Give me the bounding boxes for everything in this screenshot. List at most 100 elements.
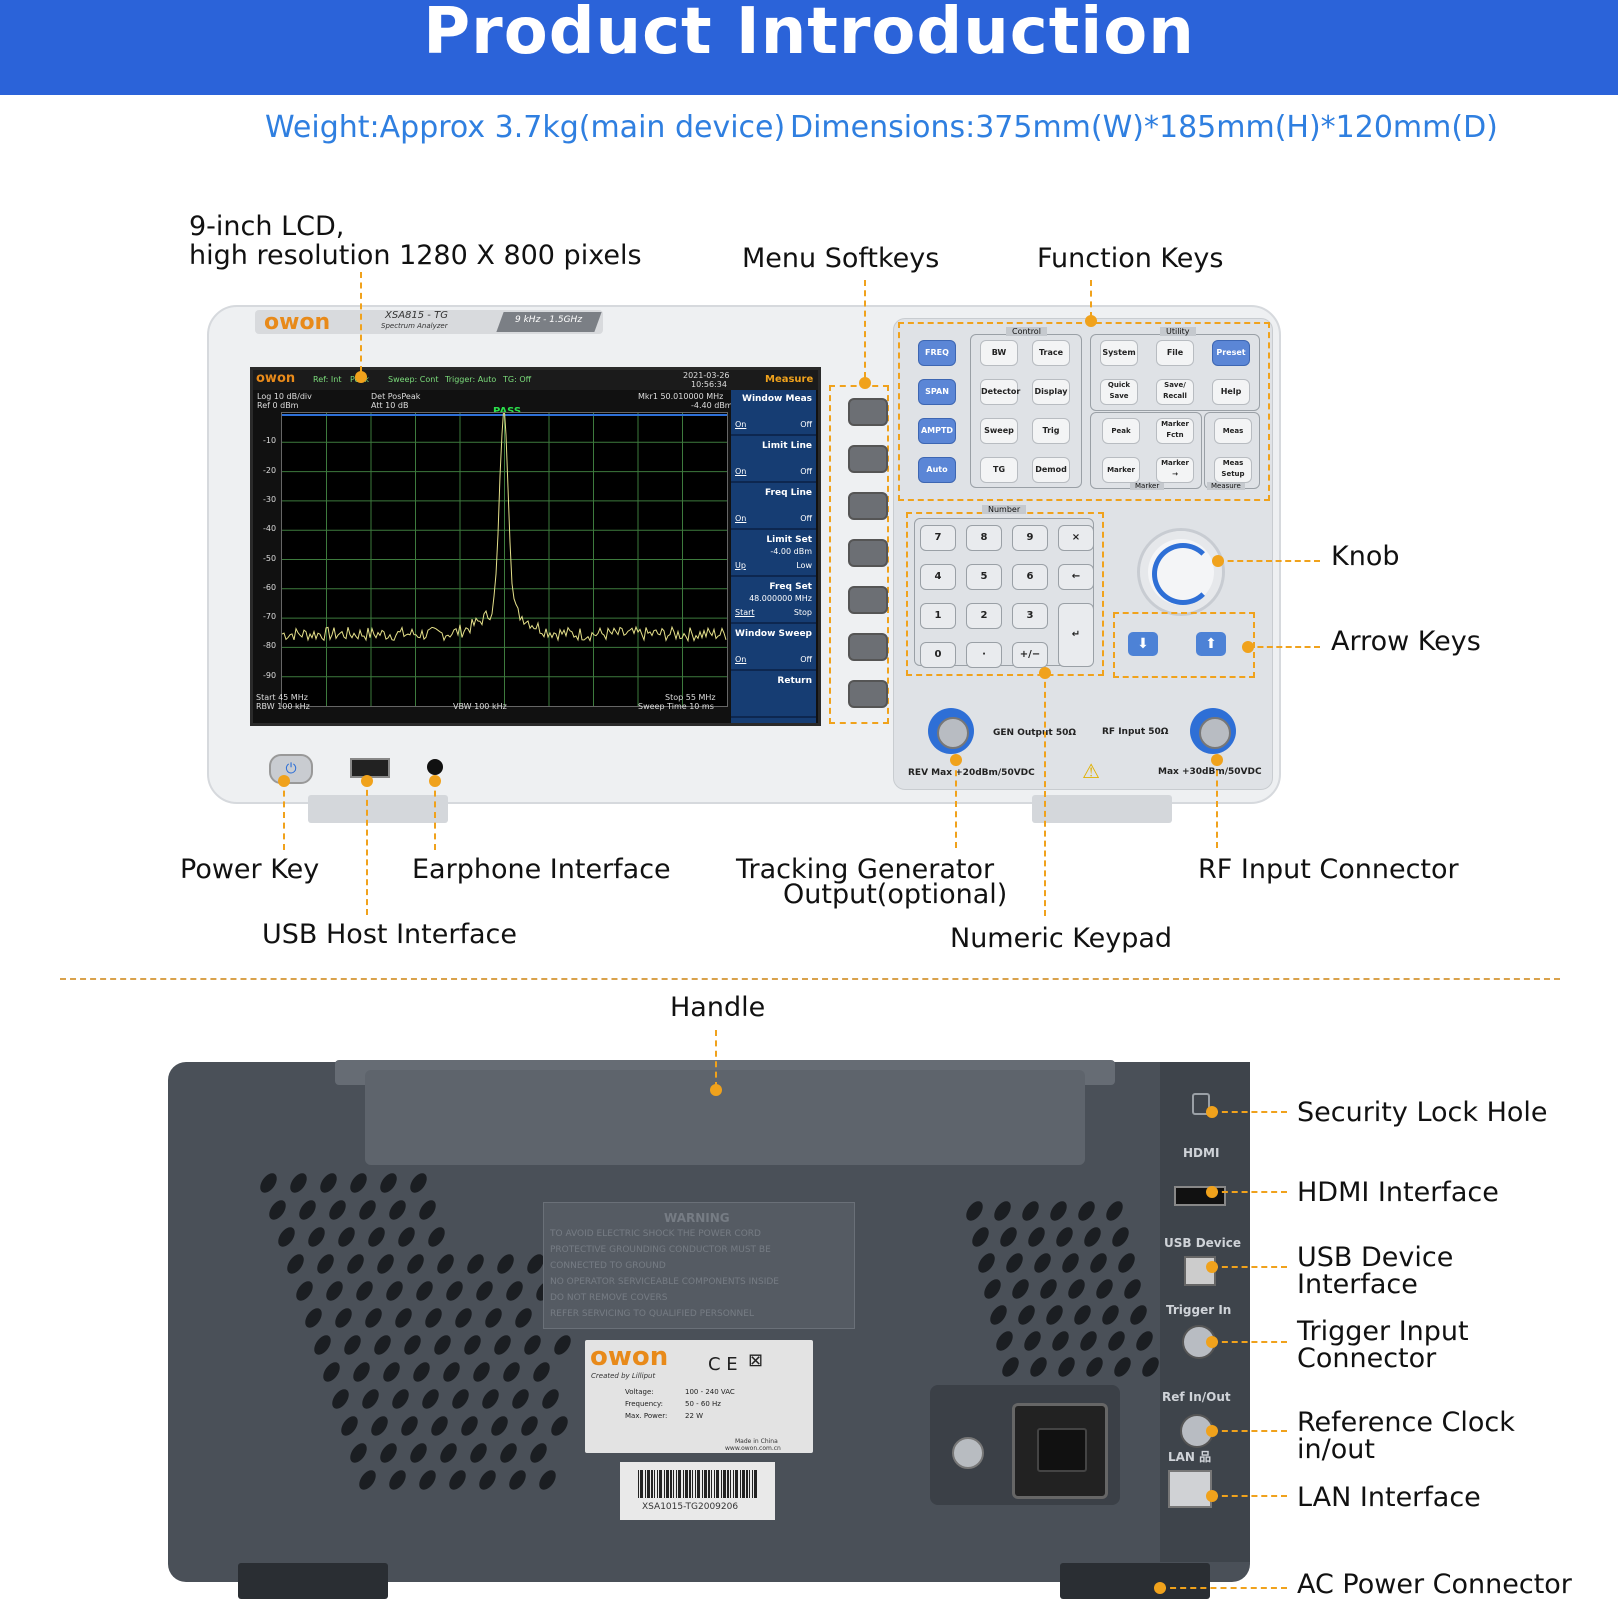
key-utility[interactable]: Save/ Recall — [1156, 379, 1194, 405]
screen-marker-2: -4.40 dBm — [691, 401, 733, 410]
key-control[interactable]: Trig — [1032, 418, 1070, 444]
softkey-6[interactable] — [848, 633, 888, 661]
numpad-key[interactable]: ← — [1058, 564, 1094, 590]
barcode-bar — [740, 1470, 741, 1498]
key-utility[interactable]: System — [1100, 340, 1138, 366]
label-knob: Knob — [1331, 541, 1400, 572]
handle[interactable] — [365, 1070, 1085, 1165]
key-control[interactable]: Demod — [1032, 457, 1070, 483]
key-marker[interactable]: Marker → — [1156, 457, 1194, 483]
callout-rf — [1216, 760, 1218, 848]
barcode-bar — [695, 1470, 696, 1498]
measure-group-label: Measure — [1207, 482, 1245, 490]
port-label-lan: LAN 品 — [1168, 1450, 1212, 1464]
menu-item-sub: 48.000000 MHz — [749, 594, 812, 603]
numpad-key[interactable]: × — [1058, 525, 1094, 551]
callout-earphone — [434, 780, 436, 850]
menu-item-left: On — [735, 420, 747, 429]
callout-dot-lcd — [355, 371, 367, 383]
menu-item-right: Stop — [793, 608, 812, 617]
warning-title: WARNING — [664, 1211, 730, 1225]
numpad-key[interactable]: 2 — [966, 603, 1002, 629]
earphone-jack[interactable] — [427, 759, 443, 775]
label-lcd-line1: 9-inch LCD, — [189, 211, 345, 242]
softkey-1[interactable] — [848, 398, 888, 426]
y-tick-label: -40 — [263, 524, 277, 534]
key-measure[interactable]: Meas — [1214, 418, 1252, 444]
key-marker[interactable]: Marker Fctn — [1156, 418, 1194, 444]
softkey-4[interactable] — [848, 539, 888, 567]
key-freq[interactable]: FREQ — [918, 340, 956, 366]
plate-made: Made in China — [735, 1438, 778, 1445]
barcode-bar — [692, 1470, 693, 1498]
numpad-key[interactable]: 0 — [920, 642, 956, 668]
numpad-key[interactable]: 8 — [966, 525, 1002, 551]
numpad-key[interactable]: 7 — [920, 525, 956, 551]
plate-logo: owon — [590, 1342, 669, 1372]
softkey-5[interactable] — [848, 586, 888, 614]
callout-handle — [715, 1030, 717, 1088]
callout-usb-device — [1212, 1266, 1287, 1268]
key-utility[interactable]: Help — [1212, 379, 1250, 405]
ac-power-socket[interactable] — [1012, 1403, 1108, 1499]
menu-item-title: Window Sweep — [735, 629, 812, 639]
key-auto[interactable]: Auto — [918, 457, 956, 483]
callout-lan — [1212, 1495, 1287, 1497]
softkey-2[interactable] — [848, 445, 888, 473]
screen-det-1: Det PosPeak — [371, 392, 421, 401]
numpad-key[interactable]: 6 — [1012, 564, 1048, 590]
numpad-key[interactable]: · — [966, 642, 1002, 668]
numpad-key[interactable]: +/− — [1012, 642, 1048, 668]
barcode-bar — [654, 1470, 655, 1498]
barcode-icon — [638, 1470, 758, 1498]
key-amptd[interactable]: AMPTD — [918, 418, 956, 444]
plate-row-value: 22 W — [685, 1412, 704, 1420]
lan-port[interactable] — [1168, 1470, 1212, 1508]
arrow-down-key[interactable]: ⬇ — [1128, 632, 1158, 656]
key-control[interactable]: Trace — [1032, 340, 1070, 366]
key-utility[interactable]: File — [1156, 340, 1194, 366]
device-model-sub: Spectrum Analyzer — [381, 322, 448, 330]
numpad-key[interactable]: 1 — [920, 603, 956, 629]
callout-dot-softkeys — [859, 377, 871, 389]
plate-url: www.owon.com.cn — [725, 1445, 781, 1452]
menu-item-left: On — [735, 467, 747, 476]
barcode-bar — [657, 1470, 658, 1498]
key-marker[interactable]: Peak — [1102, 418, 1140, 444]
barcode-bar — [723, 1470, 726, 1498]
label-lcd-line2: high resolution 1280 X 800 pixels — [189, 240, 642, 271]
key-control[interactable]: TG — [980, 457, 1018, 483]
power-button[interactable]: ⏻ — [269, 754, 313, 784]
softkey-7[interactable] — [848, 680, 888, 708]
softkey-3[interactable] — [848, 492, 888, 520]
screen-pass: PASS — [493, 406, 521, 417]
arrow-up-key[interactable]: ⬆ — [1196, 632, 1226, 656]
rf-input-connector[interactable] — [1190, 708, 1236, 754]
callout-knob — [1218, 560, 1320, 562]
numpad-key[interactable]: ↵ — [1058, 603, 1094, 667]
barcode-bar — [749, 1470, 750, 1498]
hdmi-port[interactable] — [1174, 1186, 1226, 1206]
key-control[interactable]: Display — [1032, 379, 1070, 405]
key-control[interactable]: Sweep — [980, 418, 1018, 444]
screen-vbw: VBW 100 kHz — [453, 702, 507, 711]
key-control[interactable]: BW — [980, 340, 1018, 366]
numpad-key[interactable]: 3 — [1012, 603, 1048, 629]
key-control[interactable]: Detector — [980, 379, 1020, 405]
numpad-key[interactable]: 4 — [920, 564, 956, 590]
barcode-bar — [730, 1470, 731, 1498]
numpad-key[interactable]: 5 — [966, 564, 1002, 590]
gen-output-connector[interactable] — [928, 708, 974, 754]
gen-output-text: GEN Output 50Ω — [993, 728, 1077, 738]
weight-spec: Weight:Approx 3.7kg(main device) — [265, 110, 786, 145]
key-span[interactable]: SPAN — [918, 379, 956, 405]
barcode-bar — [708, 1470, 710, 1498]
key-marker[interactable]: Marker — [1102, 457, 1140, 483]
key-measure[interactable]: Meas Setup — [1214, 457, 1252, 483]
numpad-key[interactable]: 9 — [1012, 525, 1048, 551]
key-utility[interactable]: Quick Save — [1100, 379, 1138, 405]
key-utility[interactable]: Preset — [1212, 340, 1250, 366]
warning-line: DO NOT REMOVE COVERS — [550, 1293, 668, 1303]
callout-dot-function-keys — [1085, 315, 1097, 327]
